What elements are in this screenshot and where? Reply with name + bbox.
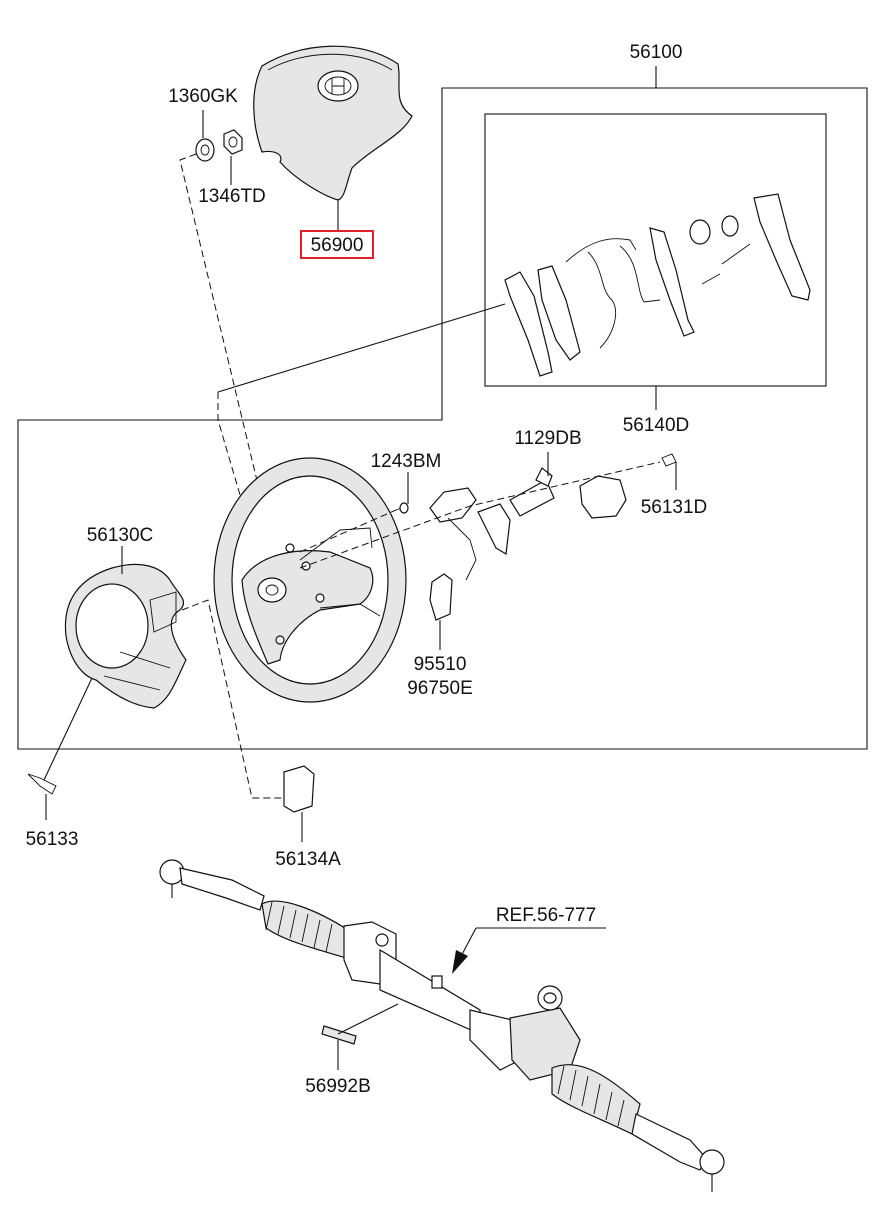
label-56100[interactable]: 56100 <box>630 42 683 63</box>
label-56992B[interactable]: 56992B <box>305 1076 371 1097</box>
assembly-frame-56100 <box>17 87 868 750</box>
steering-switches <box>429 467 627 621</box>
label-96750E[interactable]: 96750E <box>407 678 473 699</box>
clock-spring-parts <box>504 193 811 377</box>
label-56134A[interactable]: 56134A <box>275 849 341 870</box>
airbag-cover <box>64 563 187 709</box>
ref-arrow <box>452 950 468 974</box>
label-1346TD[interactable]: 1346TD <box>198 186 266 207</box>
highlight-box-56900 <box>300 230 374 259</box>
label-1360GK[interactable]: 1360GK <box>168 86 238 107</box>
label-56900[interactable]: 56900 <box>311 235 364 256</box>
nut-washer <box>195 129 243 162</box>
label-ref-56-777[interactable]: REF.56-777 <box>496 905 596 926</box>
label-56133[interactable]: 56133 <box>26 829 79 850</box>
label-95510[interactable]: 95510 <box>414 654 467 675</box>
steering-gear-rack <box>159 859 725 1192</box>
label-56140D[interactable]: 56140D <box>623 415 690 436</box>
steering-wheel <box>213 457 407 703</box>
label-56131D[interactable]: 56131D <box>641 497 708 518</box>
label-1129DB[interactable]: 1129DB <box>514 428 581 449</box>
label-56130C[interactable]: 56130C <box>87 525 154 546</box>
label-1243BM[interactable]: 1243BM <box>371 451 442 472</box>
airbag-module <box>253 45 413 201</box>
